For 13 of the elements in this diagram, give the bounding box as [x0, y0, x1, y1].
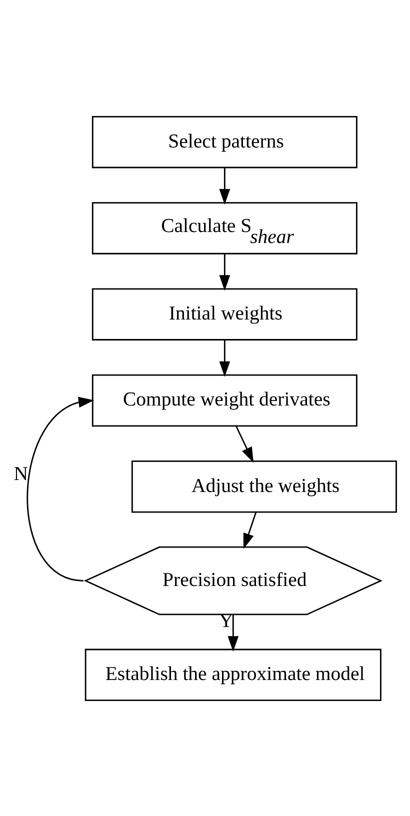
node-box: Adjust the weights — [131, 460, 397, 512]
edge-label: N — [14, 462, 28, 484]
arrow — [26, 396, 94, 581]
arrow — [228, 614, 239, 652]
arrow — [219, 253, 230, 290]
node-box: Compute weight derivates — [92, 374, 358, 426]
node-box: Establish the approximate model — [84, 648, 382, 701]
node-box: Initial weights — [92, 288, 358, 340]
arrow — [219, 167, 230, 204]
arrow — [243, 512, 257, 548]
arrow — [219, 339, 230, 376]
arrow — [235, 425, 254, 462]
node-box: Select patterns — [92, 115, 358, 168]
